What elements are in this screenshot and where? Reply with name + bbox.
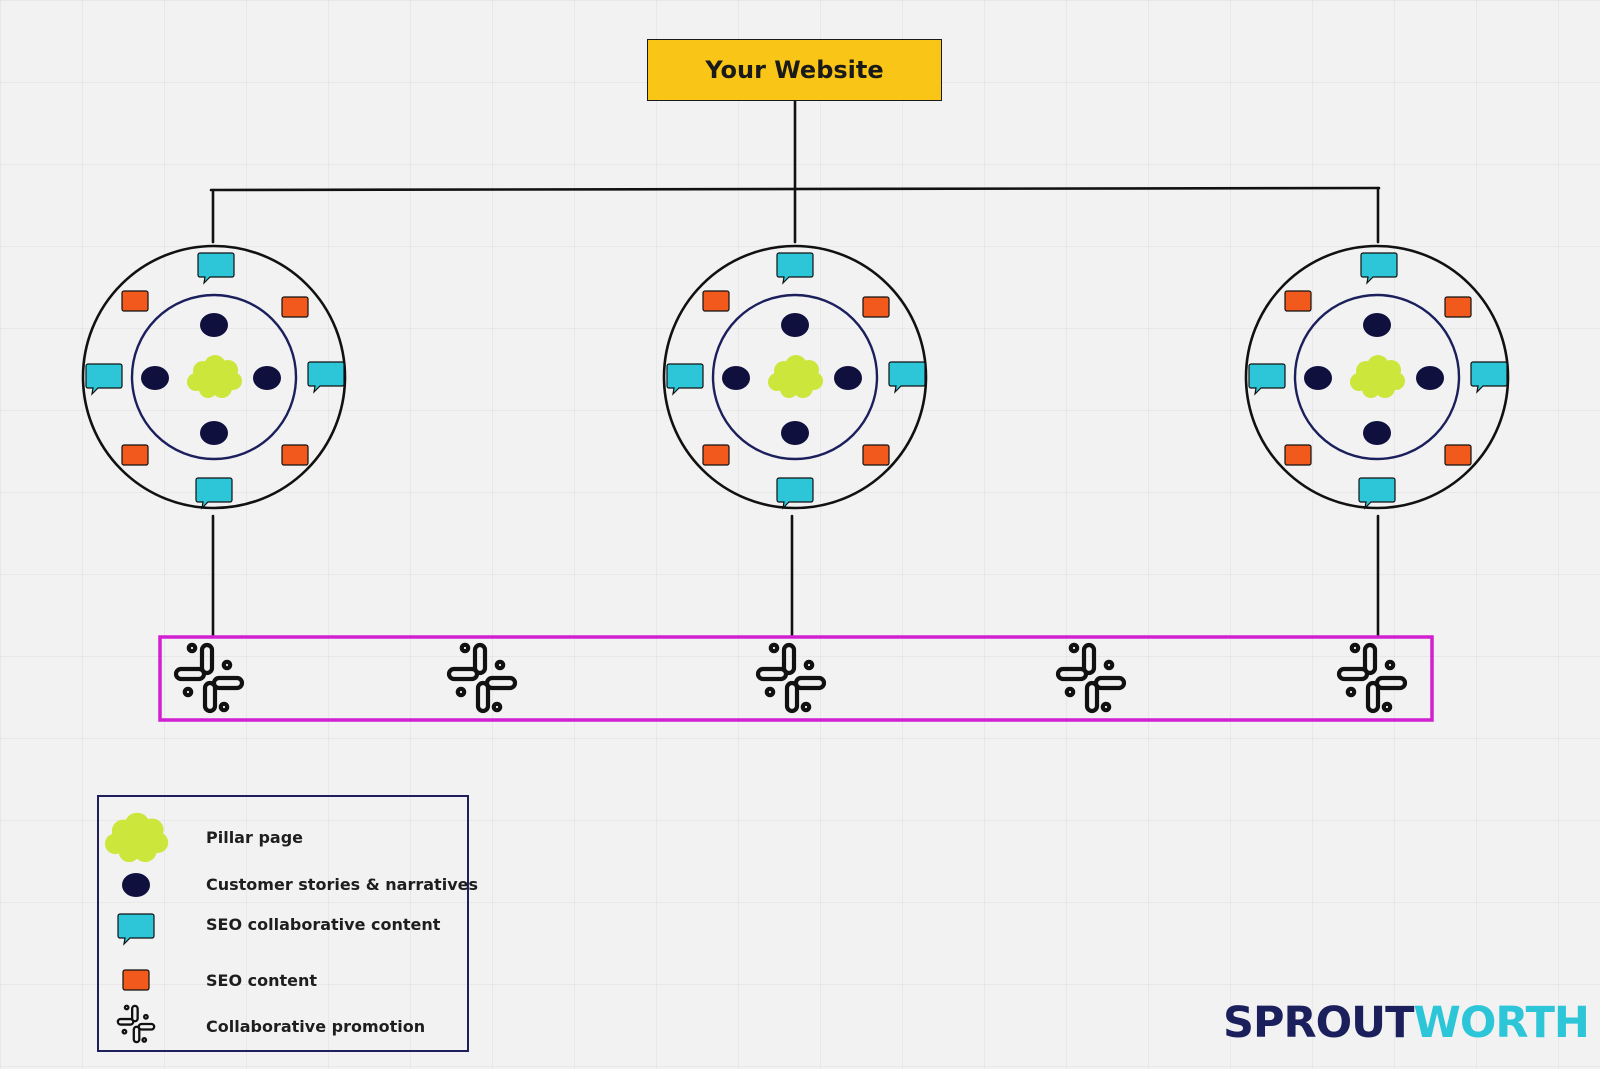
website-title: Your Website bbox=[705, 56, 884, 84]
content-cluster-left bbox=[81, 244, 347, 510]
pillar-cloud-icon bbox=[768, 355, 823, 398]
legend-label-promo: Collaborative promotion bbox=[206, 1017, 426, 1036]
collab-bubble-icon bbox=[666, 363, 704, 395]
collab-bubble-icon bbox=[307, 361, 345, 393]
seo-square-icon bbox=[1284, 444, 1312, 466]
story-dot-icon bbox=[1416, 366, 1444, 390]
promo-slack-icon bbox=[758, 645, 824, 711]
story-dot-icon bbox=[200, 313, 228, 337]
connector-lines bbox=[209, 99, 1381, 638]
collab-bubble-icon bbox=[1470, 361, 1508, 393]
seo-square-icon bbox=[1284, 290, 1312, 312]
pillar-cloud-icon bbox=[1350, 355, 1405, 398]
story-dot-icon bbox=[722, 366, 750, 390]
inner-ring bbox=[711, 293, 879, 461]
outer-ring bbox=[1244, 244, 1510, 510]
story-dot-icon bbox=[253, 366, 281, 390]
story-dot-icon bbox=[781, 421, 809, 445]
inner-ring bbox=[1293, 293, 1461, 461]
brand-part-dark: SPROUT bbox=[1223, 998, 1414, 1048]
collab-bubble-icon bbox=[888, 361, 926, 393]
brand-part-light: WORTH bbox=[1413, 998, 1589, 1048]
seo-square-icon bbox=[1444, 296, 1472, 318]
seo-square-icon bbox=[702, 444, 730, 466]
promo-slack-icon bbox=[1058, 645, 1124, 711]
story-dot-icon bbox=[1363, 313, 1391, 337]
collab-bubble-icon bbox=[1360, 252, 1398, 284]
seo-square-icon bbox=[121, 444, 149, 466]
story-dot-icon bbox=[141, 366, 169, 390]
seo-square-icon bbox=[862, 444, 890, 466]
brand-logo: SPROUTWORTH bbox=[1223, 998, 1590, 1048]
outer-ring bbox=[662, 244, 928, 510]
legend-label-seo: SEO content bbox=[206, 971, 318, 990]
legend-icons bbox=[104, 812, 169, 1044]
seo-square-icon bbox=[281, 444, 309, 466]
collab-bubble-icon bbox=[1248, 363, 1286, 395]
promo-slack-icon bbox=[449, 645, 515, 711]
story-dot-icon bbox=[1304, 366, 1332, 390]
collab-bubble-icon bbox=[195, 477, 233, 509]
inner-ring bbox=[130, 293, 298, 461]
promo-slack-icon bbox=[176, 645, 242, 711]
promo-slack-icon bbox=[1339, 645, 1405, 711]
legend-label-pillar: Pillar page bbox=[206, 828, 303, 847]
outer-ring bbox=[81, 244, 347, 510]
legend bbox=[97, 795, 469, 1052]
legend-label-collab: SEO collaborative content bbox=[206, 915, 441, 934]
seo-square-icon bbox=[862, 296, 890, 318]
seo-square-icon bbox=[121, 290, 149, 312]
story-dot-icon bbox=[200, 421, 228, 445]
story-dot-icon bbox=[781, 313, 809, 337]
seo-square-icon bbox=[1444, 444, 1472, 466]
pillar-cloud-icon bbox=[187, 355, 242, 398]
content-cluster-center bbox=[662, 244, 928, 510]
content-cluster-right bbox=[1244, 244, 1510, 510]
seo-square-icon bbox=[702, 290, 730, 312]
collab-bubble-icon bbox=[197, 252, 235, 284]
legend-label-story: Customer stories & narratives bbox=[206, 875, 478, 894]
collab-bubble-icon bbox=[776, 252, 814, 284]
story-dot-icon bbox=[834, 366, 862, 390]
seo-square-icon bbox=[281, 296, 309, 318]
collab-bubble-icon bbox=[776, 477, 814, 509]
collab-bubble-icon bbox=[85, 363, 123, 395]
website-title-box: Your Website bbox=[647, 39, 942, 101]
story-dot-icon bbox=[1363, 421, 1391, 445]
branch-bar bbox=[209, 186, 1381, 192]
collab-bubble-icon bbox=[1358, 477, 1396, 509]
dot-icon bbox=[122, 873, 150, 897]
promotion-frame bbox=[158, 635, 1434, 722]
